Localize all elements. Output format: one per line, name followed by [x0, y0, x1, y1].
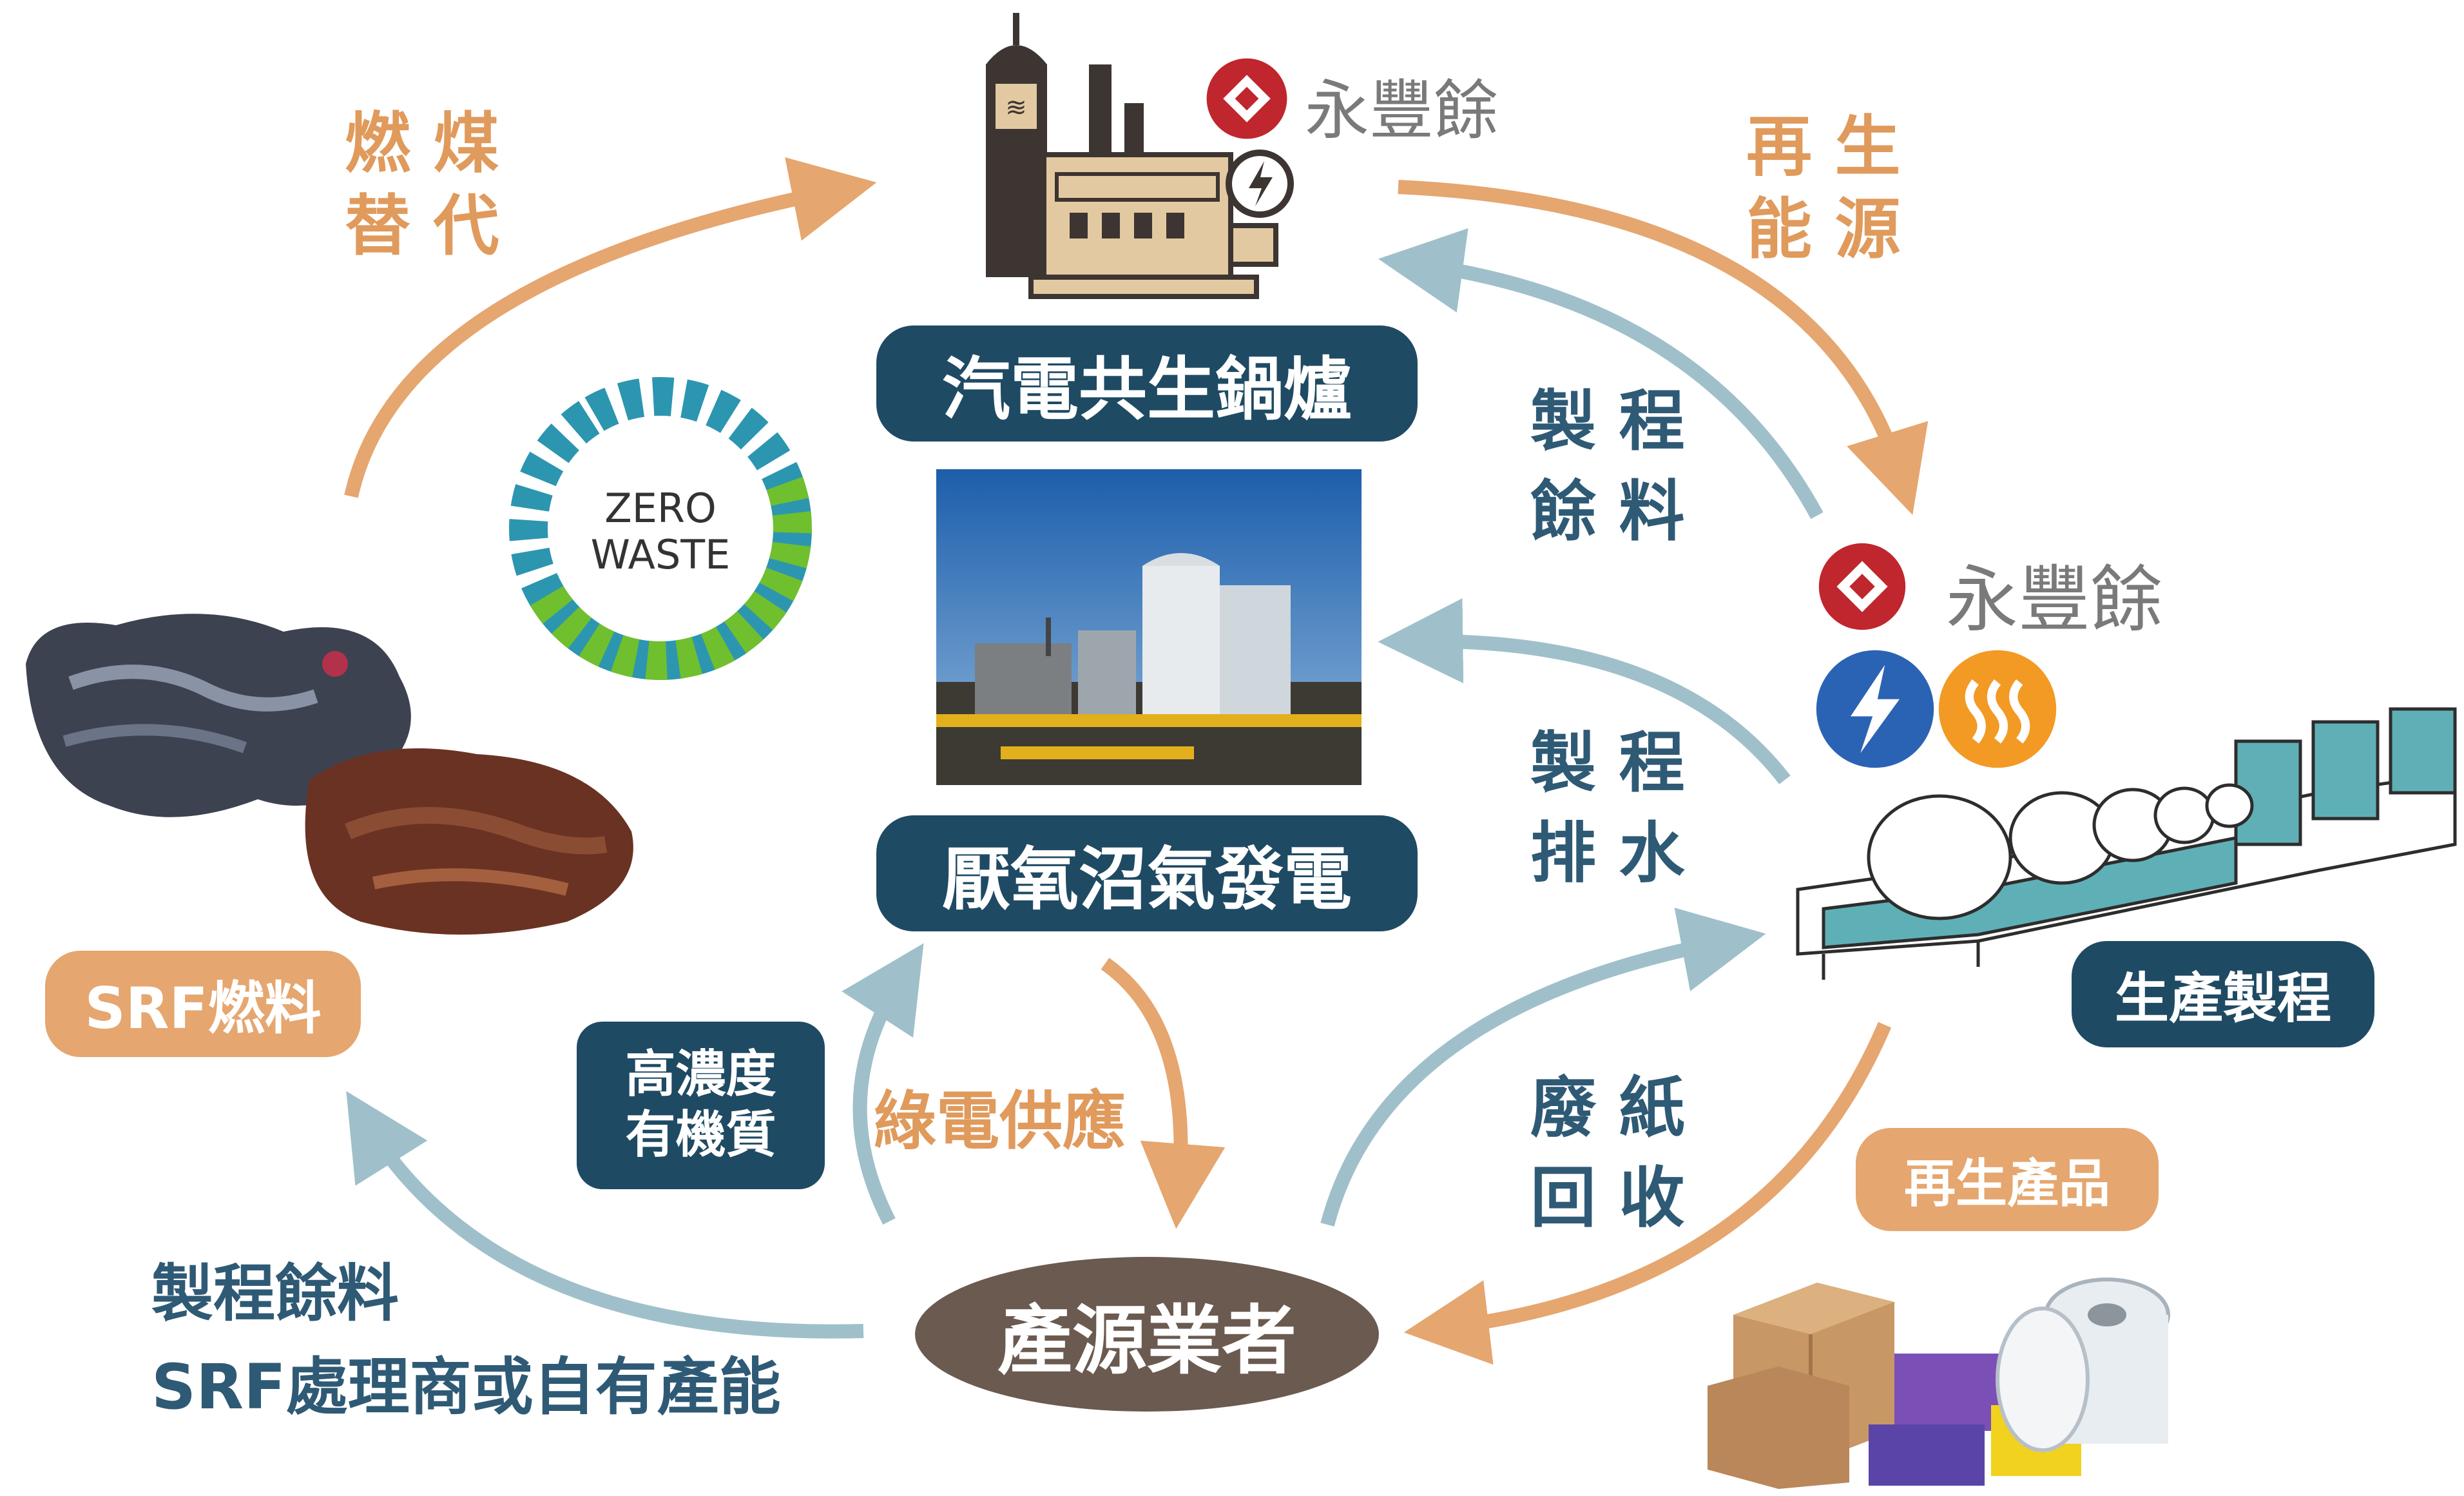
- node-biogas: 厭氧沼氣發電: [876, 815, 1418, 931]
- high-conc-line2: 有機質: [625, 1106, 776, 1164]
- label-renewable-1: 再 生: [1746, 109, 1901, 186]
- label-bottom-left: 製程餘料 SRF處理商或自有產能: [151, 1247, 781, 1434]
- arrow-renewable: [1398, 180, 1929, 515]
- arrow-coal-replace: [344, 157, 877, 498]
- label-process-residue-2: 餘 料: [1530, 474, 1685, 550]
- node-high-conc: 高濃度 有機質: [577, 1022, 825, 1189]
- label-coal-replace-2: 替 代: [345, 188, 499, 265]
- arrow-process-wastewater: [1378, 598, 1791, 784]
- label-bottom-left-2: SRF處理商或自有產能: [151, 1351, 781, 1423]
- label-coal-replace: 燃 煤 替 代: [345, 103, 499, 268]
- arrow-recycled-products: [1403, 1022, 1892, 1365]
- node-producer: 產源業者: [915, 1257, 1379, 1412]
- label-bottom-left-1: 製程餘料: [151, 1258, 399, 1330]
- label-process-wastewater: 製 程 排 水: [1530, 719, 1685, 899]
- factory-icon: ≋: [986, 13, 1294, 299]
- label-process-residue: 製 程 餘 料: [1530, 377, 1685, 558]
- zero-waste-ring-icon: ZERO WASTE: [509, 377, 812, 680]
- brand-logo-icon: [1206, 58, 1287, 139]
- label-waste-paper: 廢 紙 回 收: [1530, 1064, 1685, 1244]
- brand-name-right: 永豐餘: [1946, 558, 2162, 642]
- node-srf-fuel: SRF燃料: [45, 951, 361, 1057]
- label-coal-replace-1: 燃 煤: [345, 106, 499, 182]
- products-photo: [1708, 1277, 2170, 1489]
- label-waste-paper-2: 回 收: [1530, 1160, 1685, 1237]
- label-renewable: 再 生 能 源: [1746, 106, 1901, 271]
- srf-fuel-photo: [26, 614, 633, 935]
- label-waste-paper-1: 廢 紙: [1530, 1070, 1685, 1147]
- paper-machine-icon: [1796, 707, 2457, 980]
- node-production: 生產製程: [2072, 941, 2374, 1047]
- arrow-waste-paper: [1320, 908, 1766, 1227]
- plant-photo: [936, 469, 1362, 785]
- label-process-wastewater-1: 製 程: [1530, 725, 1685, 802]
- brand-name-top: 永豐餘: [1305, 73, 1498, 148]
- label-green-power: 綠電供應: [873, 1085, 1126, 1158]
- svg-text:≋: ≋: [1005, 93, 1027, 122]
- high-conc-line1: 高濃度: [625, 1045, 776, 1104]
- zero-text: ZERO: [604, 485, 717, 532]
- arrow-process-residue: [1378, 228, 1824, 520]
- node-boiler: 汽電共生鍋爐: [876, 325, 1418, 442]
- arrow-green-power: [1101, 958, 1226, 1229]
- node-recycled-products: 再生產品: [1856, 1128, 2159, 1231]
- arrow-to-srf: [346, 1091, 864, 1339]
- bolt-icon: [1816, 650, 1934, 768]
- arrow-high-conc: [842, 943, 924, 1225]
- label-process-residue-1: 製 程: [1530, 384, 1685, 460]
- label-process-wastewater-2: 排 水: [1530, 815, 1685, 892]
- steam-icon: [1938, 650, 2057, 768]
- waste-text: WASTE: [591, 531, 731, 578]
- label-renewable-2: 能 源: [1746, 191, 1901, 268]
- brand-logo-icon-right: [1818, 543, 1906, 630]
